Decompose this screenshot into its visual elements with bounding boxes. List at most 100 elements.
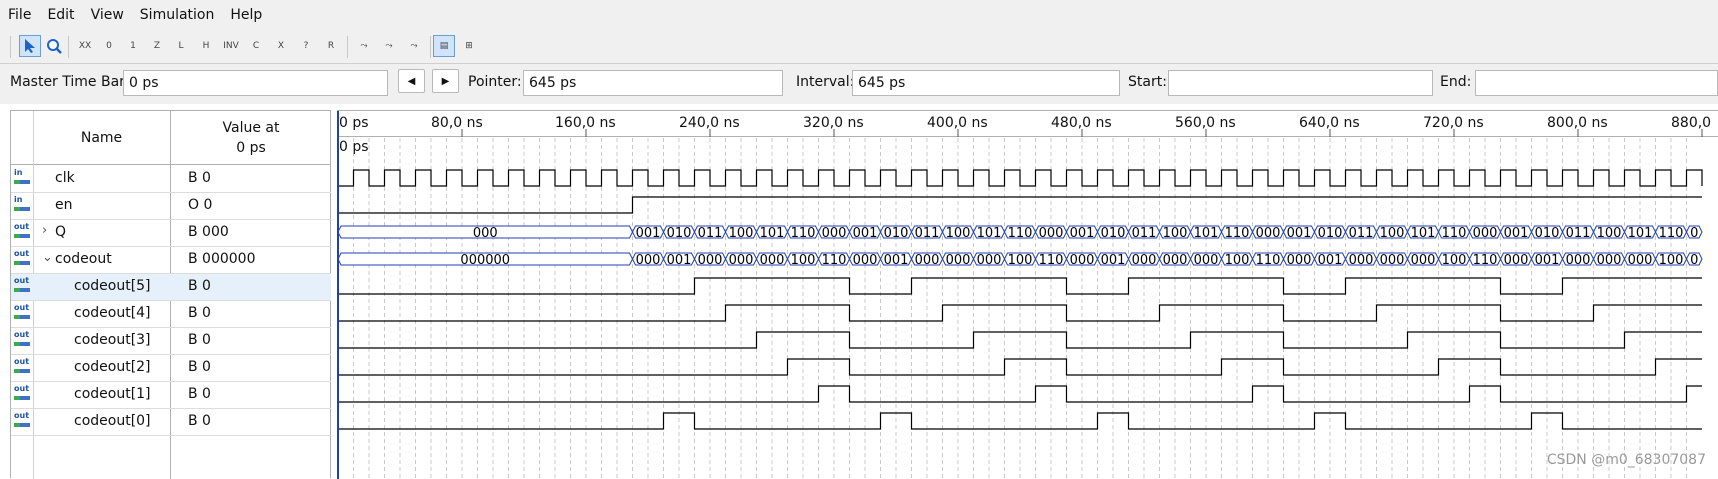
codeout-bus-segment-label: 100 xyxy=(1659,253,1684,268)
q-bus-segment xyxy=(1685,225,1703,239)
random-value-icon[interactable]: ? xyxy=(303,41,309,51)
forcing-weak-high-icon[interactable]: H xyxy=(202,41,210,51)
signal-value: B 000000 xyxy=(188,251,256,267)
q-bus-segment-label: 101 xyxy=(1628,226,1653,241)
signal-name[interactable]: codeout xyxy=(55,251,112,267)
clock-value-icon[interactable]: R xyxy=(327,41,335,51)
menu-edit[interactable]: Edit xyxy=(47,7,75,23)
codeout-bus-segment-label: 000 xyxy=(760,253,785,268)
output-pin-icon: out xyxy=(14,384,32,402)
q-bus-segment-label: 110 xyxy=(1442,226,1467,241)
signal-value: B 0 xyxy=(188,359,211,375)
signal-name[interactable]: codeout[2] xyxy=(74,359,151,375)
start-field[interactable] xyxy=(1168,70,1433,96)
en-waveform xyxy=(338,196,1702,214)
grid-icon[interactable]: ⊞ xyxy=(465,41,473,51)
clk-waveform xyxy=(338,169,1703,187)
codeout-bus-segment-label: 001 xyxy=(667,253,692,268)
menu-view[interactable]: View xyxy=(90,7,124,23)
forcing-unknown-icon[interactable]: XX xyxy=(78,41,92,51)
group-icon[interactable]: ⤳ xyxy=(410,41,418,51)
expand-toggle-icon[interactable]: ⌄ xyxy=(42,250,53,265)
signal-name[interactable]: en xyxy=(55,197,73,213)
waveform-editor-icon[interactable]: ▤ xyxy=(433,35,455,57)
pointer-field[interactable]: 645 ps xyxy=(523,70,783,96)
codeout-bus-segment-label: 000 xyxy=(853,253,878,268)
interval-field[interactable]: 645 ps xyxy=(852,70,1120,96)
menu-help[interactable]: Help xyxy=(230,7,263,23)
q-bus-segment-label: 100 xyxy=(729,226,754,241)
time-tick-label: 0 ps xyxy=(339,115,369,131)
signal-name[interactable]: Q xyxy=(55,224,67,240)
forcing-weak-low-icon[interactable]: L xyxy=(178,41,184,51)
signal-name[interactable]: clk xyxy=(55,170,75,186)
codeout-bit-waveform xyxy=(338,331,1702,349)
time-tick-label: 720,0 ns xyxy=(1423,115,1484,131)
zoom-tool-icon[interactable] xyxy=(43,35,65,57)
q-bus-segment-label: 010 xyxy=(1535,226,1560,241)
toolbar-separator xyxy=(10,36,11,58)
forcing-high-impedance-icon[interactable]: Z xyxy=(153,41,161,51)
end-field[interactable] xyxy=(1475,70,1718,96)
time-tick-label: 880,0 xyxy=(1671,115,1712,131)
count-value-icon[interactable]: C xyxy=(252,41,260,51)
menu-file[interactable]: File xyxy=(8,7,32,23)
time-tick-label: 160,0 ns xyxy=(555,115,616,131)
q-bus-segment-label: 001 xyxy=(1504,226,1529,241)
snap-to-transition-icon[interactable]: ⤳ xyxy=(360,41,368,51)
codeout-bit-waveform xyxy=(338,277,1702,295)
codeout-bus-segment-label: 000 xyxy=(1380,253,1405,268)
master-time-bar-field[interactable]: 0 ps xyxy=(123,70,388,96)
q-bus-segment-label: 100 xyxy=(1380,226,1405,241)
signal-value: O 0 xyxy=(188,197,213,213)
q-bus-segment-label: 011 xyxy=(915,226,940,241)
name-column-header[interactable]: Name xyxy=(80,130,123,146)
expand-toggle-icon[interactable]: › xyxy=(42,223,48,238)
codeout-bus-segment-label: 100 xyxy=(1008,253,1033,268)
codeout-bus-segment-label: 001 xyxy=(1535,253,1560,268)
signal-name[interactable]: codeout[0] xyxy=(74,413,151,429)
invert-icon[interactable]: INV xyxy=(223,41,239,51)
forcing-low-icon[interactable]: 0 xyxy=(106,41,112,51)
arbitrary-value-icon[interactable]: X xyxy=(277,41,285,51)
codeout-bus-segment-label: 100 xyxy=(791,253,816,268)
master-time-bar-label: Master Time Bar: xyxy=(10,74,130,90)
codeout-bus-segment-label: 000 xyxy=(1163,253,1188,268)
q-bus-segment-label: 110 xyxy=(1008,226,1033,241)
next-transition-button[interactable]: ▶ xyxy=(432,69,459,93)
q-bus-segment-label: 011 xyxy=(1132,226,1157,241)
time-bar-panel: Master Time Bar: 0 ps ◀ ▶ Pointer: 645 p… xyxy=(0,64,1718,104)
waveform-canvas[interactable]: 000 001 010 011 100 101 110 000 001 010 011 100 101 1… xyxy=(337,111,1718,479)
previous-transition-button[interactable]: ◀ xyxy=(398,69,425,93)
codeout-bus-segment-label: 000 xyxy=(1504,253,1529,268)
signal-name[interactable]: codeout[1] xyxy=(74,386,151,402)
q-bus-segment-label: 000 xyxy=(822,226,847,241)
q-bus-segment-label: 000 xyxy=(1256,226,1281,241)
value-column-header[interactable]: Value at 0 ps xyxy=(222,120,280,156)
signal-list-header: Name Value at 0 ps xyxy=(11,111,331,165)
signal-name[interactable]: codeout[4] xyxy=(74,305,151,321)
insert-time-bar-icon[interactable]: ⤳ xyxy=(385,41,393,51)
forcing-high-icon[interactable]: 1 xyxy=(130,41,136,51)
q-bus-segment-label: 010 xyxy=(1318,226,1343,241)
selection-tool-icon[interactable] xyxy=(19,35,41,57)
signal-name[interactable]: codeout[5] xyxy=(74,278,151,294)
signal-name[interactable]: codeout[3] xyxy=(74,332,151,348)
codeout-bus-segment-label: 000 xyxy=(1349,253,1374,268)
codeout-bus-segment-label: 000 xyxy=(1132,253,1157,268)
q-bus-segment-label: 101 xyxy=(977,226,1002,241)
menu-simulation[interactable]: Simulation xyxy=(139,7,215,23)
